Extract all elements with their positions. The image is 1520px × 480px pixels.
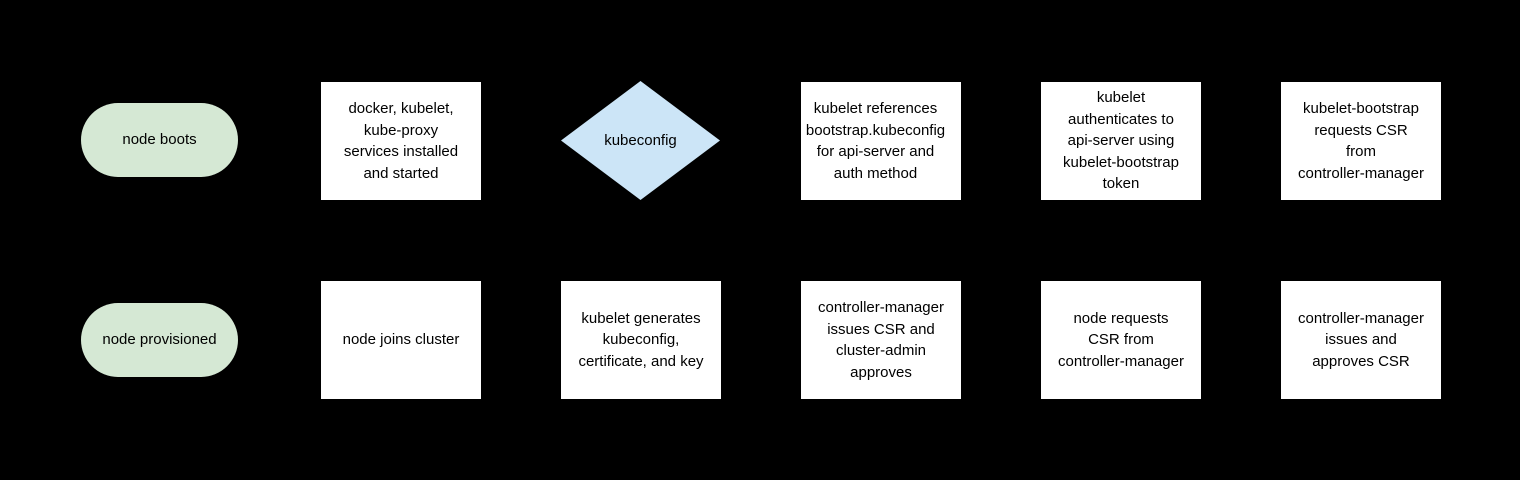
flow-node-bootstrap-requests-csr[interactable]: kubelet-bootstrap requests CSR from cont… bbox=[1281, 82, 1441, 200]
flow-node-label: docker, kubelet, kube-proxy services ins… bbox=[343, 100, 459, 182]
flow-node-node-joins-cluster[interactable]: node joins cluster bbox=[321, 281, 481, 399]
flow-node-label: kubelet authenticates to api-server usin… bbox=[1063, 89, 1179, 193]
flow-node-node-boots[interactable]: node boots bbox=[81, 103, 238, 177]
flow-node-label: kubeconfig bbox=[604, 131, 677, 149]
flow-node-controller-issues-csr[interactable]: controller-manager issues CSR and cluste… bbox=[801, 281, 961, 399]
flow-node-services-installed[interactable]: docker, kubelet, kube-proxy services ins… bbox=[321, 82, 481, 200]
flow-node-label: kubelet generates kubeconfig, certificat… bbox=[578, 309, 704, 370]
flow-node-label: kubelet references bootstrap.kubeconfig … bbox=[805, 100, 946, 182]
flow-node-kubelet-authenticates[interactable]: kubelet authenticates to api-server usin… bbox=[1041, 82, 1201, 200]
flow-node-node-provisioned[interactable]: node provisioned bbox=[81, 303, 238, 377]
flow-node-label: controller-manager issues and approves C… bbox=[1298, 309, 1424, 370]
flow-node-label: node requests CSR from controller-manage… bbox=[1058, 309, 1184, 370]
flow-node-kubelet-generates[interactable]: kubelet generates kubeconfig, certificat… bbox=[561, 281, 721, 399]
flow-node-label: node provisioned bbox=[102, 331, 217, 349]
flow-node-kubeconfig-decision[interactable]: kubeconfig bbox=[561, 81, 720, 200]
flow-node-label: node joins cluster bbox=[342, 331, 460, 349]
flow-node-label: controller-manager issues CSR and cluste… bbox=[818, 299, 944, 381]
flow-node-label: kubelet-bootstrap requests CSR from cont… bbox=[1298, 100, 1424, 182]
flow-node-label: node boots bbox=[122, 131, 197, 149]
flow-node-controller-issues-approves[interactable]: controller-manager issues and approves C… bbox=[1281, 281, 1441, 399]
flow-node-node-requests-csr[interactable]: node requests CSR from controller-manage… bbox=[1041, 281, 1201, 399]
flow-node-kubelet-references-bootstrap[interactable]: kubelet references bootstrap.kubeconfig … bbox=[801, 82, 961, 200]
